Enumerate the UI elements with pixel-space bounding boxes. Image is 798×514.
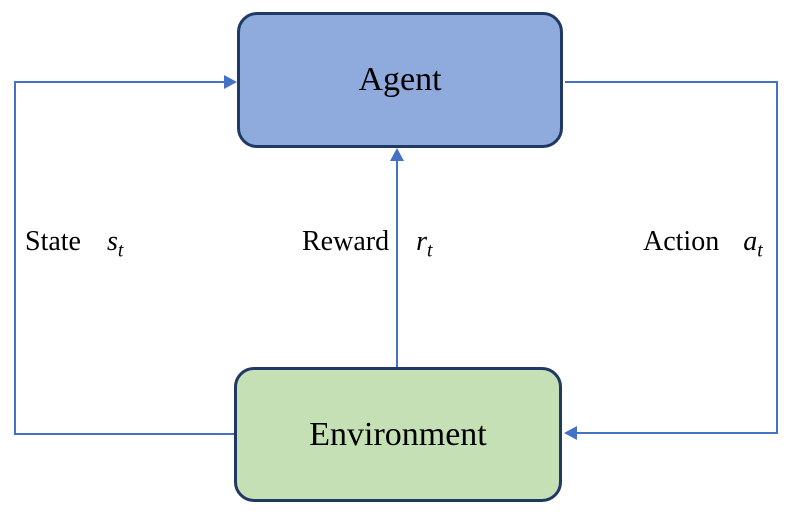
agent-node: Agent bbox=[237, 12, 563, 148]
action-label-variable: at bbox=[743, 226, 763, 262]
state-label-word: State bbox=[25, 226, 81, 257]
action-edge-top-line bbox=[565, 81, 778, 83]
state-arrowhead-icon bbox=[224, 75, 237, 89]
action-edge-label: Action at bbox=[643, 226, 763, 262]
state-edge-label: State st bbox=[25, 226, 124, 262]
action-edge-vertical-line bbox=[776, 81, 778, 434]
reward-arrowhead-icon bbox=[390, 148, 404, 161]
reward-label-variable: rt bbox=[416, 226, 433, 262]
environment-node: Environment bbox=[234, 367, 562, 502]
agent-node-label: Agent bbox=[358, 61, 442, 98]
state-edge-vertical-line bbox=[14, 81, 16, 435]
action-arrowhead-icon bbox=[564, 426, 577, 440]
state-edge-bottom-line bbox=[14, 433, 235, 435]
state-label-variable: st bbox=[107, 226, 124, 262]
reward-label-word: Reward bbox=[302, 226, 390, 257]
environment-node-label: Environment bbox=[309, 415, 487, 453]
state-edge-top-line bbox=[14, 81, 224, 83]
action-edge-bottom-line bbox=[577, 432, 777, 434]
reward-edge-line bbox=[396, 159, 398, 367]
action-label-word: Action bbox=[643, 226, 720, 257]
reward-edge-label: Reward rt bbox=[302, 226, 433, 262]
